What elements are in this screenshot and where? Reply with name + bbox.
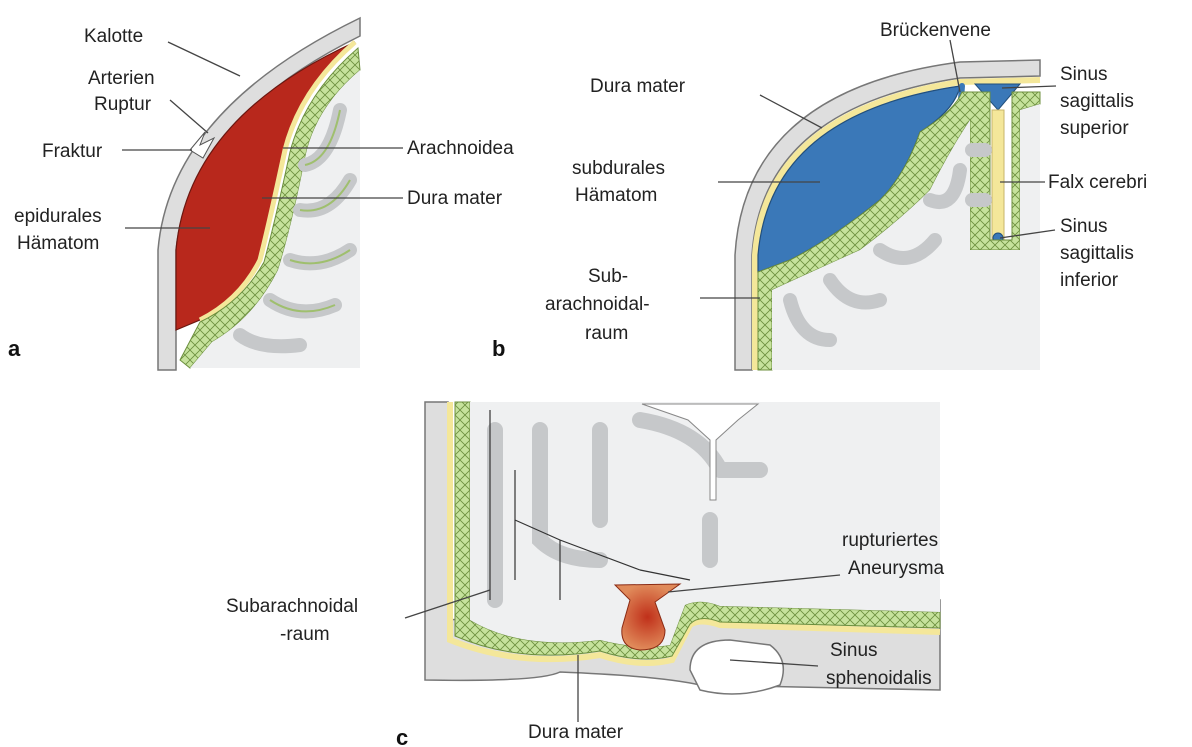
brain-b-right	[1020, 104, 1040, 250]
label-sinus-sph-2: sphenoidalis	[826, 668, 932, 689]
label-sinus-inf-1: Sinus	[1060, 216, 1108, 237]
label-sub-1: Sub-	[588, 266, 628, 287]
label-sub-2: arachnoidal-	[545, 294, 650, 315]
label-arterien: Arterien	[88, 68, 155, 89]
label-sinus-sup-3: superior	[1060, 118, 1129, 139]
label-dura-mater-c: Dura mater	[528, 722, 624, 743]
label-fraktur: Fraktur	[42, 141, 103, 162]
panel-b: Brückenvene Dura mater Sinus sagittalis …	[492, 20, 1147, 370]
label-subarach-1: Subarachnoidal	[226, 596, 358, 617]
label-haematom-b: Hämatom	[575, 185, 657, 206]
label-dura-mater-b: Dura mater	[590, 76, 686, 97]
label-subarach-2: -raum	[280, 624, 330, 645]
label-sinus-inf-2: sagittalis	[1060, 243, 1134, 264]
panel-c: rupturiertes Aneurysma Subarachnoidal -r…	[226, 402, 945, 747]
label-sinus-sup-2: sagittalis	[1060, 91, 1134, 112]
label-aneurysma-1: rupturiertes	[842, 530, 938, 551]
label-haematom-a: Hämatom	[17, 233, 99, 254]
panel-letter-b: b	[492, 336, 505, 361]
label-epidurales: epidurales	[14, 206, 102, 227]
panel-a: Kalotte Arterien Ruptur Fraktur Arachnoi…	[8, 18, 514, 370]
label-sinus-inf-3: inferior	[1060, 270, 1119, 291]
label-arachnoidea: Arachnoidea	[407, 138, 514, 159]
panel-letter-a: a	[8, 336, 21, 361]
label-aneurysma-2: Aneurysma	[848, 558, 945, 579]
label-subdurales: subdurales	[572, 158, 665, 179]
label-kalotte: Kalotte	[84, 26, 143, 47]
label-sinus-sup-1: Sinus	[1060, 64, 1108, 85]
label-dura-mater-a: Dura mater	[407, 188, 503, 209]
label-ruptur: Ruptur	[94, 94, 152, 115]
panel-letter-c: c	[396, 725, 408, 747]
label-brueckenvene: Brückenvene	[880, 20, 991, 41]
label-sinus-sph-1: Sinus	[830, 640, 878, 661]
falx-cerebri	[992, 110, 1004, 242]
sinus-sphenoidalis-shape	[690, 640, 783, 694]
label-sub-3: raum	[585, 323, 628, 344]
label-falx-cerebri: Falx cerebri	[1048, 172, 1147, 193]
